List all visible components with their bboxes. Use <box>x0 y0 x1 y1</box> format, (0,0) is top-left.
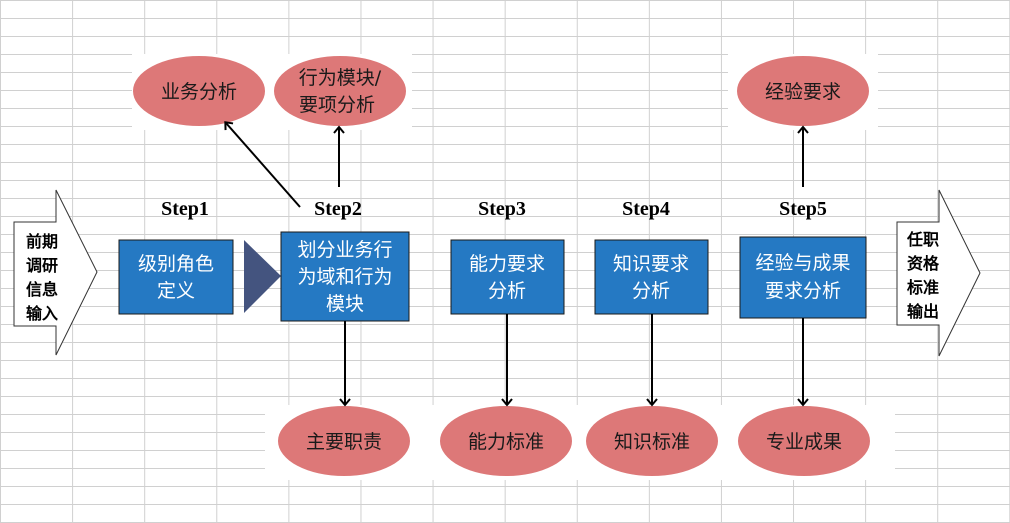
step-box-line: 模块 <box>326 293 364 315</box>
bottom-ellipse-ability-standard: 能力标准 <box>440 406 572 476</box>
input-arrow-line: 调研 <box>26 256 58 275</box>
ellipse-text: 行为模块/ <box>299 67 382 89</box>
ellipse-text: 要项分析 <box>299 94 375 116</box>
step-box-3: 能力要求 分析 <box>450 239 565 315</box>
step-box-5: 经验与成果 要求分析 <box>739 236 867 319</box>
arrow-step2-to-business-analysis <box>224 121 301 208</box>
step-box-4: 知识要求 分析 <box>594 239 709 315</box>
step-label: Step2 <box>314 198 362 220</box>
connector-triangle <box>244 240 281 313</box>
top-ellipse-behavior-module: 行为模块/ 要项分析 <box>274 56 406 126</box>
ellipse-text: 专业成果 <box>766 431 842 453</box>
output-arrow-line: 输出 <box>907 302 939 321</box>
input-arrow-line: 输入 <box>26 304 58 323</box>
output-arrow-line: 任职 <box>906 230 939 249</box>
output-arrow-line: 资格 <box>907 254 940 273</box>
input-arrow-line: 前期 <box>26 232 58 251</box>
ellipse-text: 经验要求 <box>765 81 841 103</box>
step-box-line: 分析 <box>632 280 670 302</box>
output-arrow-line: 标准 <box>906 278 939 297</box>
step-box-1: 级别角色 定义 <box>118 239 234 315</box>
input-arrow: 前期 调研 信息 输入 <box>13 189 98 356</box>
step-box-line: 分析 <box>488 280 526 302</box>
step-label: Step1 <box>161 198 209 220</box>
ellipse-text: 主要职责 <box>306 431 382 453</box>
bottom-ellipse-professional-results: 专业成果 <box>738 406 870 476</box>
ellipse-text: 能力标准 <box>468 431 544 453</box>
step-box-line: 知识要求 <box>613 253 689 275</box>
step-box-line: 经验与成果 <box>755 252 850 274</box>
bottom-ellipse-main-duties: 主要职责 <box>278 406 410 476</box>
step-label: Step5 <box>779 198 827 220</box>
step-box-line: 划分业务行 <box>297 239 392 261</box>
step-label: Step4 <box>622 198 670 220</box>
input-arrow-line: 信息 <box>26 280 58 299</box>
step-box-line: 为域和行为 <box>297 266 392 288</box>
bottom-ellipse-knowledge-standard: 知识标准 <box>586 406 718 476</box>
step-box-line: 能力要求 <box>469 253 545 275</box>
output-arrow: 任职 资格 标准 输出 <box>896 189 981 357</box>
step-box-2: 划分业务行 为域和行为 模块 <box>280 231 410 322</box>
step-label: Step3 <box>478 198 526 220</box>
ellipse-text: 知识标准 <box>614 431 690 453</box>
step-box-line: 级别角色 <box>138 253 214 275</box>
step-box-line: 定义 <box>157 280 195 302</box>
ellipse-text: 业务分析 <box>161 81 237 103</box>
top-ellipse-business-analysis: 业务分析 <box>133 56 265 126</box>
step-box-line: 要求分析 <box>765 280 841 302</box>
top-ellipse-experience-requirement: 经验要求 <box>737 56 869 126</box>
